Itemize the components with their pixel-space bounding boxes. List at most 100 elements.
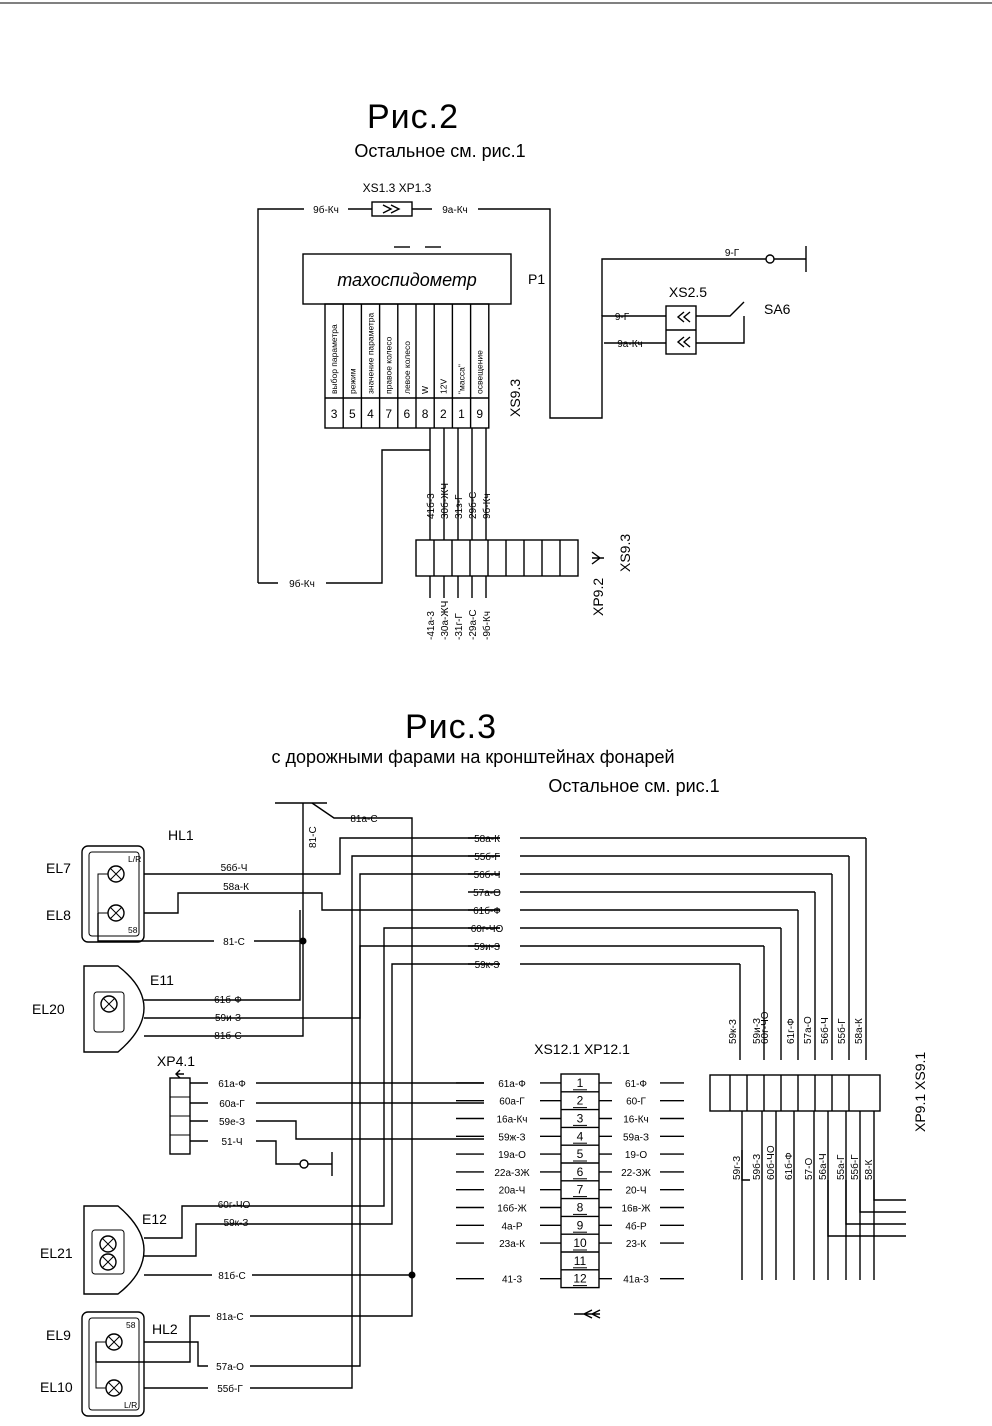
xs121-left-label: 41-3 <box>502 1275 522 1286</box>
xp91-label: XP9.1 XS9.1 <box>912 1052 928 1132</box>
right-top-wire-label: 61г-Ф <box>786 1018 797 1044</box>
label-bg <box>484 1147 540 1161</box>
wire-hl1-58a <box>144 892 500 914</box>
xs121-pin-number: 6 <box>577 1165 584 1179</box>
xp91-bracket <box>741 1150 750 1181</box>
label-bg <box>208 1097 256 1110</box>
xp91-bottom-label: 56а-Ч <box>818 1153 829 1180</box>
fig2-wire-bundle: 41б-3-41а-330б-ЖЧ-30а-ЖЧ31з-Г-31г-Г29б-С… <box>425 428 493 640</box>
connector-xs25-arrows-icon <box>676 311 691 348</box>
e12-w1-label: 60г-ЧО <box>218 1200 251 1211</box>
wire-9b-kch-bottom <box>258 449 430 584</box>
right-top-wire-label: 55б-Г <box>836 1018 848 1044</box>
label-bg <box>484 1218 540 1232</box>
xs121-pin-number: 1 <box>577 1076 584 1090</box>
xp41-label: XP4.1 <box>157 1053 195 1069</box>
pin-number: 6 <box>404 407 411 421</box>
label-bg <box>432 202 478 215</box>
lamp-e11-inner <box>93 991 125 1033</box>
switch-sa6-lead <box>696 316 745 344</box>
right-top-wire-label: 57а-О <box>803 1016 814 1044</box>
wire-upper-label: 29б-С <box>467 492 479 519</box>
xs121-right-label: 16-Кч <box>623 1115 649 1126</box>
label-bg <box>484 1236 540 1250</box>
right-top-wire-label: 58а-К <box>854 1018 865 1044</box>
wire-left-bottom-label: 9б-Кч <box>289 578 315 590</box>
xp91-bottom-label: 60б-ЧО <box>765 1145 777 1180</box>
xs121-right-label: 23-К <box>626 1239 646 1250</box>
el9-label: EL9 <box>46 1327 71 1343</box>
bus-wire-label: 59и-З <box>474 942 500 953</box>
wire-upper-label: 41б-3 <box>425 493 437 519</box>
label-bg <box>612 1164 660 1178</box>
lamp-hl1-housing <box>81 845 145 943</box>
label-bg <box>214 934 254 947</box>
wire-9g-label: 9-Г <box>615 312 630 323</box>
pin-number: 8 <box>422 407 429 421</box>
xs121-right-label: 61-Ф <box>625 1079 647 1090</box>
xs121-left-label: 60а-Г <box>499 1097 525 1108</box>
wire-e11-61b <box>144 910 301 1001</box>
wire-label-top-right: 9а-Кч <box>442 205 468 216</box>
connector-arrows-icon <box>382 204 401 214</box>
hl1-w2-label: 58а-К <box>223 882 249 893</box>
xs121-pin-number: 2 <box>577 1094 584 1108</box>
wire-upper-label: 31з-Г <box>454 494 465 519</box>
lamp-e12-housing <box>83 1205 145 1295</box>
xs121-left-label: 4а-Р <box>501 1221 522 1232</box>
label-bg <box>212 1268 252 1281</box>
xp41-arrow-icon <box>175 1069 184 1079</box>
xs121-left-label: 22а-ЗЖ <box>494 1168 530 1179</box>
n58-top-label: 58 <box>128 925 138 935</box>
label-bg <box>208 1115 256 1128</box>
sa6-label: SA6 <box>764 301 791 317</box>
xp41-wire-label: 51-Ч <box>221 1137 242 1148</box>
xs121-pin-number: 8 <box>577 1201 584 1215</box>
label-bg <box>484 1271 540 1285</box>
wire-lower-label: -31г-Г <box>454 613 465 640</box>
fig3-subtitle-2: Остальное см. рис.1 <box>548 776 719 796</box>
wire-e12-60g <box>144 927 500 1239</box>
fig3-subtitle-1: с дорожными фарами на кронштейнах фонаре… <box>271 747 674 767</box>
wire-upper-label: 9б-Кч <box>481 493 493 519</box>
bulb-cross-icon <box>109 906 123 920</box>
label-bg <box>484 1075 540 1089</box>
xs121-right-label: 16в-Ж <box>622 1204 652 1215</box>
label-bg <box>484 1093 540 1107</box>
pin-function-label: правое колесо <box>384 336 394 394</box>
hl2-w3-label: 55б-Г <box>217 1383 243 1395</box>
pin-number: 7 <box>385 407 392 421</box>
fig2-connector-xs13-label: XS1.3 XP1.3 <box>363 181 432 195</box>
el20-label: EL20 <box>32 1001 65 1017</box>
pin-function-label: W <box>420 386 430 394</box>
device-ref-p1: P1 <box>528 271 545 287</box>
label-bg <box>612 1236 660 1250</box>
xp41-wire-label: 60а-Г <box>219 1099 245 1110</box>
el21-label: EL21 <box>40 1245 73 1261</box>
xs121-left-label: 59ж-З <box>498 1132 525 1143</box>
xp91-bottom-label: 57-О <box>804 1158 815 1180</box>
label-bg <box>484 1111 540 1125</box>
xs25-label: XS2.5 <box>669 284 707 300</box>
pin-number: 1 <box>458 407 465 421</box>
el8-label: EL8 <box>46 907 71 923</box>
bus-wire-label: 55б-Г <box>474 851 500 863</box>
pin-number: 4 <box>367 407 374 421</box>
label-bg <box>612 1200 660 1214</box>
xs121-label: XS12.1 XP12.1 <box>534 1041 630 1057</box>
bus-wire-label: 60г-ЧО <box>471 924 504 935</box>
lamp-e12-inner <box>91 1229 125 1275</box>
lamp-hl2-inner <box>88 1317 140 1411</box>
xs121-pin-number: 4 <box>577 1129 584 1143</box>
hl2-w2-label: 57а-О <box>216 1362 244 1373</box>
el10-label: EL10 <box>40 1379 73 1395</box>
lamp-hl2-housing <box>81 1311 145 1417</box>
wire-label-top-left: 9б-Кч <box>313 204 339 216</box>
wire-9b-kch-left <box>257 208 372 583</box>
right-top-wire-label: 59и-З <box>752 1018 763 1044</box>
lamp-e11-housing <box>83 965 145 1053</box>
bulb-cross-icon <box>101 1237 115 1251</box>
